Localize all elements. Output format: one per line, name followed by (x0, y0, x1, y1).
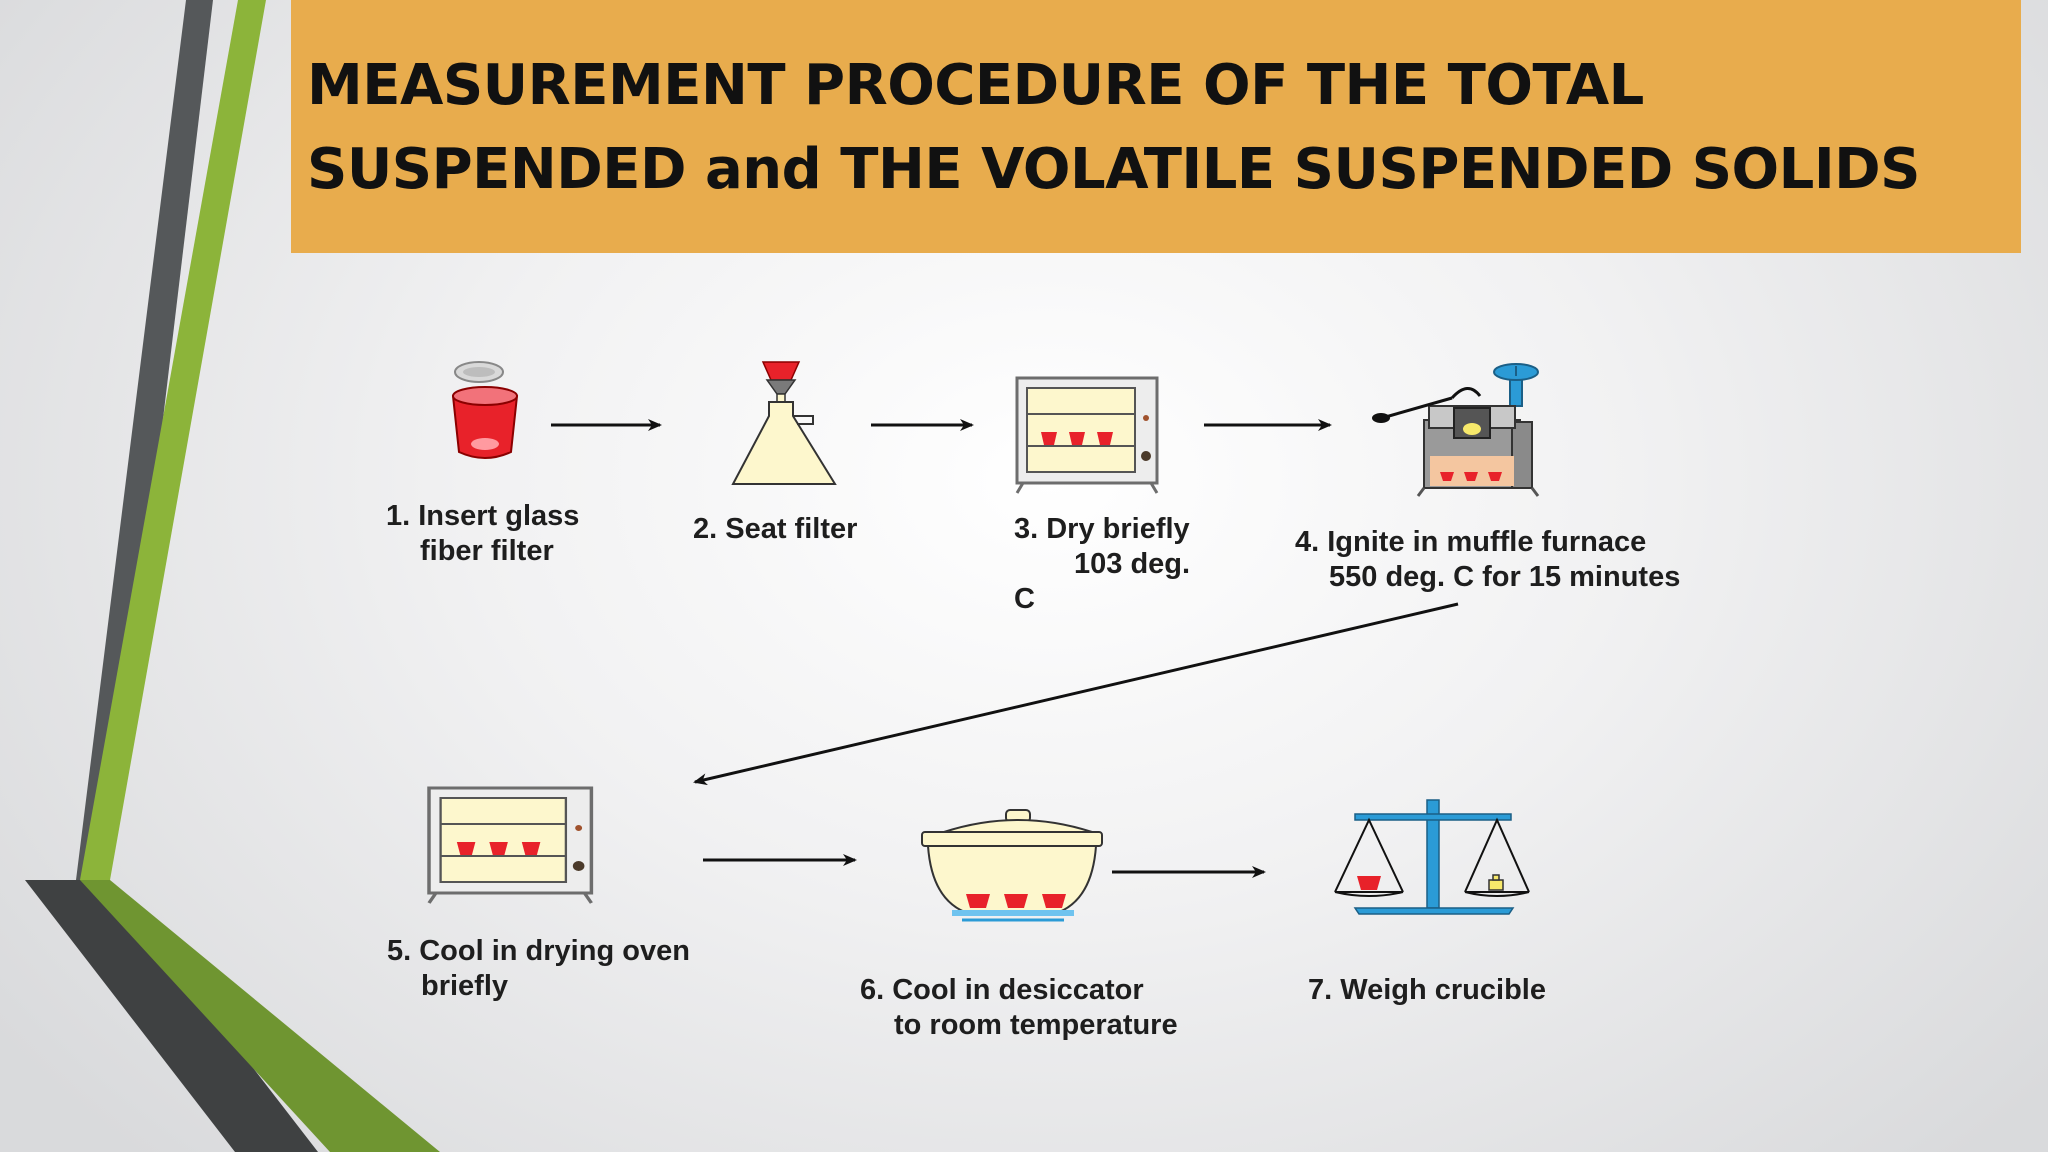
title-banner: MEASUREMENT PROCEDURE OF THE TOTAL SUSPE… (291, 0, 2021, 253)
green-band-lower (80, 880, 440, 1152)
title-line-2: SUSPENDED and THE VOLATILE SUSPENDED SOL… (307, 137, 1920, 202)
muffle-furnace-icon (1372, 363, 1540, 497)
step-7-label: 7. Weigh crucible (1308, 974, 1546, 1006)
page-title: MEASUREMENT PROCEDURE OF THE TOTAL SUSPE… (307, 44, 2007, 212)
filter-flask-icon (731, 361, 837, 485)
step-3-label: 3. Dry briefly 103 deg. C (1014, 513, 1191, 615)
drying-oven-icon (427, 786, 594, 905)
desiccator-icon (921, 809, 1103, 922)
step-1-label: 1. Insert glass fiber filter (386, 500, 580, 567)
step-6-label: 6. Cool in desiccator to room temperatur… (860, 974, 1178, 1041)
step-5-label: 5. Cool in drying oven briefly (387, 935, 690, 1002)
drying-oven-icon (1015, 376, 1159, 495)
balance-scale-icon (1334, 799, 1530, 915)
title-line-1: MEASUREMENT PROCEDURE OF THE TOTAL (307, 53, 1644, 118)
gray-band-lower (25, 880, 318, 1152)
arrow-4-to-5 (693, 602, 1459, 786)
step-2-label: 2. Seat filter (693, 513, 858, 545)
crucible-filter-icon (451, 361, 519, 459)
gray-band-upper (76, 0, 213, 880)
step-4-label: 4. Ignite in muffle furnace 550 deg. C f… (1295, 526, 1681, 593)
green-band-upper (80, 0, 266, 880)
